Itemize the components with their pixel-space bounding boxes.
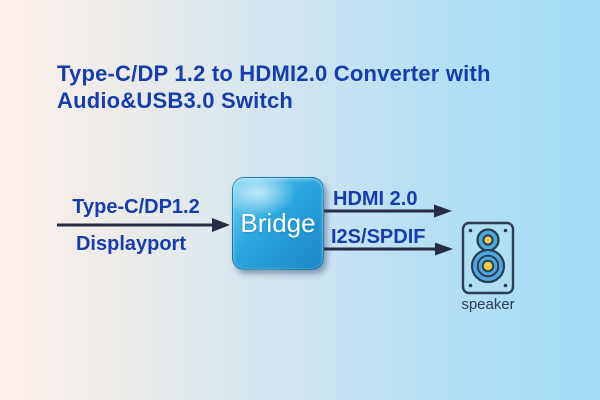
i2s-output-arrow bbox=[324, 242, 453, 256]
page-title: Type-C/DP 1.2 to HDMI2.0 Converter with … bbox=[57, 60, 497, 114]
hdmi-arrowhead bbox=[434, 204, 452, 218]
bridge-chip: Bridge bbox=[232, 177, 324, 270]
speaker-screw bbox=[468, 228, 473, 233]
title-line-1: Type-C/DP 1.2 to HDMI2.0 Converter with bbox=[57, 61, 491, 86]
speaker-woofer bbox=[470, 248, 506, 284]
input-label-typec-dp: Type-C/DP1.2 bbox=[72, 196, 200, 218]
input-arrowhead bbox=[212, 218, 230, 232]
speaker-icon bbox=[461, 221, 515, 295]
input-label-displayport: Displayport bbox=[75, 233, 187, 255]
output-label-i2s-spdif: I2S/SPDIF bbox=[331, 226, 426, 248]
speaker-tweeter bbox=[476, 228, 500, 252]
title-line-2: Audio&USB3.0 Switch bbox=[57, 88, 294, 113]
speaker-screw bbox=[503, 283, 508, 288]
speaker-screw bbox=[503, 228, 508, 233]
speaker-caption: speaker bbox=[461, 296, 515, 313]
input-arrow bbox=[57, 218, 230, 232]
hdmi-output-arrow bbox=[324, 204, 452, 218]
speaker-screw bbox=[468, 283, 473, 288]
bridge-label: Bridge bbox=[240, 208, 316, 238]
output-label-hdmi: HDMI 2.0 bbox=[333, 188, 418, 210]
i2s-arrowhead bbox=[435, 242, 453, 256]
